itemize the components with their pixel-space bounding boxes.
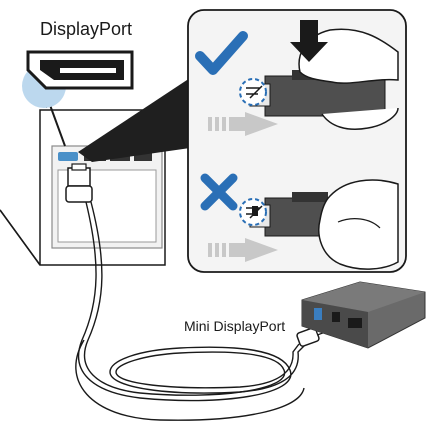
insert-motion-arrow [208,238,278,262]
cross-icon [200,173,238,211]
check-icon [195,31,248,75]
adapter-hub [301,281,426,349]
correct-insertion [195,20,399,136]
cable [75,201,305,421]
usb-port [314,308,322,320]
incorrect-insertion [200,173,399,270]
zoom-wedge [78,78,190,162]
hdmi-port [348,318,362,328]
insert-motion-arrow [208,112,278,136]
press-down-arrow-icon [290,20,328,62]
displayport-plug [65,163,93,203]
displayport-label: DisplayPort [40,19,133,39]
port-slot [134,152,152,161]
highlighted-displayport-port [58,152,78,161]
mini-port [332,312,340,322]
mini-displayport-label: Mini DisplayPort [184,318,286,334]
displayport-icon [22,50,134,108]
